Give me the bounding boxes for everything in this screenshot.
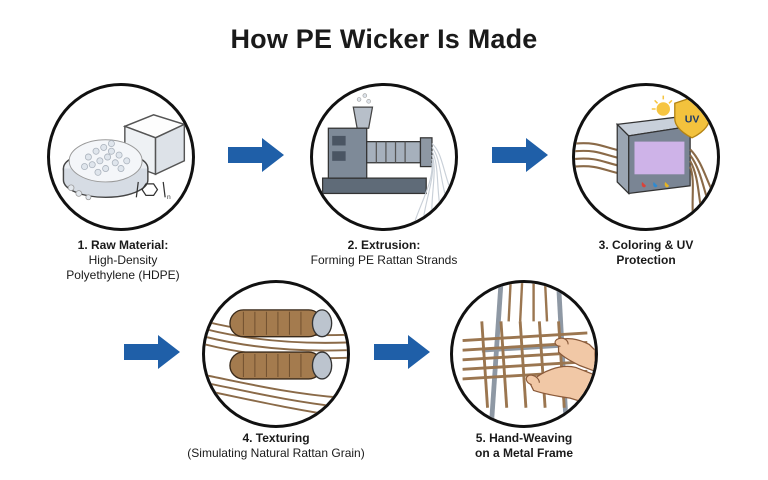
step-2-heading: 2. Extrusion: <box>286 238 482 253</box>
sun-icon <box>652 96 672 116</box>
step-3-heading-line-1: 3. Coloring & UV <box>556 238 736 253</box>
step-4-caption: 4. Texturing (Simulating Natural Rattan … <box>168 431 384 461</box>
step-3-caption: 3. Coloring & UV Protection <box>556 238 736 268</box>
flow-arrow-4 <box>374 335 430 369</box>
step-1-subtitle-line-1: High-Density <box>28 253 218 268</box>
pellets-icon: n <box>50 86 192 228</box>
rollers-icon <box>205 283 347 425</box>
subscript-label: n <box>167 194 171 201</box>
step-2-illustration <box>310 83 458 231</box>
page-title: How PE Wicker Is Made <box>0 24 768 55</box>
step-5-caption: 5. Hand-Weaving on a Metal Frame <box>432 431 616 461</box>
step-1-subtitle-line-2: Polyethylene (HDPE) <box>28 268 218 283</box>
flow-arrow-2 <box>492 138 548 172</box>
uv-badge-text: UV <box>685 113 700 125</box>
coloring-chamber-icon: UV <box>575 86 717 228</box>
right-arrow-icon <box>492 138 548 172</box>
step-5-illustration <box>450 280 598 428</box>
step-5-heading-line-2: on a Metal Frame <box>432 446 616 461</box>
extruder-icon <box>313 86 455 228</box>
step-1-caption: 1. Raw Material: High-Density Polyethyle… <box>28 238 218 283</box>
flow-arrow-3 <box>124 335 180 369</box>
step-2-caption: 2. Extrusion: Forming PE Rattan Strands <box>286 238 482 268</box>
step-4-illustration <box>202 280 350 428</box>
step-2-subtitle-line-1: Forming PE Rattan Strands <box>286 253 482 268</box>
step-4-heading: 4. Texturing <box>168 431 384 446</box>
step-4-subtitle-line-1: (Simulating Natural Rattan Grain) <box>168 446 384 461</box>
flow-arrow-1 <box>228 138 284 172</box>
step-3-illustration: UV <box>572 83 720 231</box>
hands-icon <box>453 283 595 425</box>
step-1-heading: 1. Raw Material: <box>28 238 218 253</box>
right-arrow-icon <box>374 335 430 369</box>
step-1-illustration: n <box>47 83 195 231</box>
right-arrow-icon <box>124 335 180 369</box>
step-5-heading-line-1: 5. Hand-Weaving <box>432 431 616 446</box>
step-3-heading-line-2: Protection <box>556 253 736 268</box>
right-arrow-icon <box>228 138 284 172</box>
